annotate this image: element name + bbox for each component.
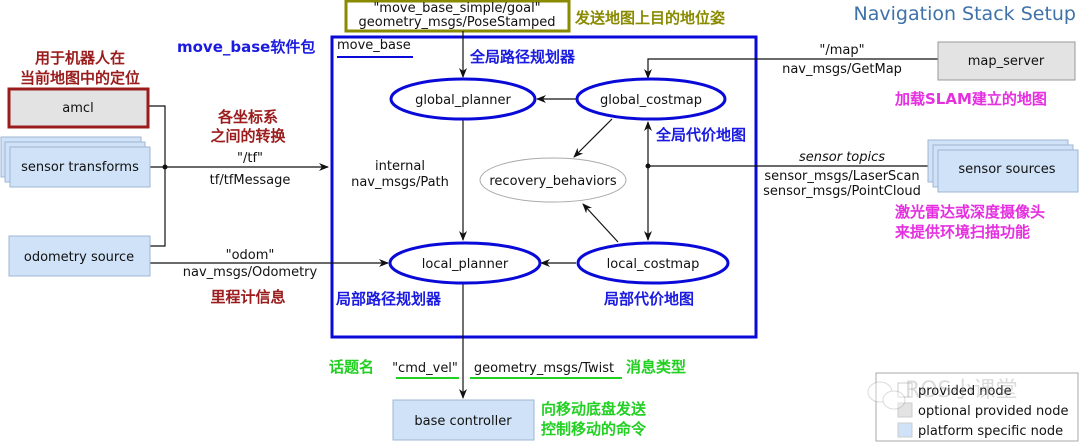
map-server-annotation: 加载SLAM建立的地图 [894,90,1047,108]
sensor-sources-label: sensor sources [958,162,1055,177]
sensor-sources-node[interactable]: sensor sources [927,139,1079,193]
global-costmap-label: global_costmap [600,93,702,108]
goal-type: geometry_msgs/PoseStamped [359,15,556,30]
sensor-transforms-node[interactable]: sensor transforms [0,136,151,188]
local-planner-label: local_planner [422,257,509,272]
odom-type: nav_msgs/Odometry [183,265,318,280]
map-arrow [644,58,938,79]
global-planner-node[interactable]: global_planner [389,77,537,121]
local-costmap-annotation: 局部代价地图 [603,290,694,308]
odom-annotation: 里程计信息 [210,288,285,306]
amcl-annotation-2: 当前地图中的定位 [20,69,140,87]
red-annotations: 用于机器人在 当前地图中的定位 各坐标系 之间的转换 里程计信息 [20,49,287,306]
map-server-node[interactable]: map_server [937,41,1076,81]
recovery-behaviors-label: recovery_behaviors [489,174,616,189]
base-controller-label: base controller [414,414,512,429]
edges [148,31,938,399]
cmd-topic: "cmd_vel" [392,361,458,376]
sensor-topic: sensor topics [799,150,885,165]
move-base-container [330,35,758,339]
local-costmap-recovery-arrow [582,203,619,243]
recovery-behaviors-node[interactable]: recovery_behaviors [479,157,627,203]
legend-swatch-provided [897,382,913,398]
global-costmap-node[interactable]: global_costmap [575,77,727,121]
goal-topic: "move_base_simple/goal" [373,1,540,16]
tf-annotation-2: 之间的转换 [210,127,286,145]
junction-dot [162,164,168,170]
amcl-annotation-1: 用于机器人在 [35,49,125,67]
local-costmap-node[interactable]: local_costmap [576,241,730,285]
legend: provided node optional provided node pla… [875,372,1079,442]
sensor-annotation-1: 激光雷达或深度摄像头 [895,203,1045,221]
odometry-source-label: odometry source [24,250,134,265]
base-annotation-2: 控制移动的命令 [541,420,647,438]
wechat-icon [867,381,893,403]
global-costmap-annotation: 全局代价地图 [655,126,746,144]
local-planner-annotation: 局部路径规划器 [335,290,442,308]
sensor-transforms-label: sensor transforms [21,160,139,175]
goal-annotation: 发送地图上目的地位姿 [574,9,725,27]
svg-text:ROS小课堂: ROS小课堂 [905,378,1018,403]
junction-dot [645,163,651,169]
legend-optional: optional provided node [918,404,1068,419]
sensor-annotation-2: 来提供环境扫描功能 [894,223,1030,241]
sensor-type-1: sensor_msgs/LaserScan [764,169,919,184]
internal-type: nav_msgs/Path [351,175,449,190]
tf-topic: "/tf" [237,151,263,166]
amcl-label: amcl [62,101,93,116]
legend-platform: platform specific node [918,424,1063,439]
legend-provided: provided node [918,384,1012,399]
amcl-node[interactable]: amcl [7,87,150,129]
goal-topic-box: "move_base_simple/goal" geometry_msgs/Po… [344,0,571,33]
blue-annotations: 全局路径规划器 全局代价地图 局部路径规划器 局部代价地图 [335,48,746,308]
global-planner-label: global_planner [415,93,511,108]
legend-swatch-optional [897,402,913,418]
map-server-label: map_server [968,54,1045,69]
global-costmap-recovery-arrow [573,118,613,158]
move-base-label: move_base [337,38,411,53]
tf-annotation-1: 各坐标系 [217,108,278,126]
sensor-type-2: sensor_msgs/PointCloud [763,184,921,199]
local-costmap-label: local_costmap [607,257,700,272]
global-planner-annotation: 全局路径规划器 [469,48,576,66]
odom-topic: "odom" [226,248,275,263]
odometry-source-node[interactable]: odometry source [8,235,151,277]
diagram-title: Navigation Stack Setup [854,3,1076,25]
legend-swatch-platform [897,422,913,438]
move-base-annotation: move_base软件包 [177,38,315,56]
msg-type-annotation: 消息类型 [626,358,686,376]
magenta-annotations: 加载SLAM建立的地图 激光雷达或深度摄像头 来提供环境扫描功能 [894,90,1047,241]
base-annotation-1: 向移动底盘发送 [541,400,647,418]
tf-type: tf/tfMessage [210,173,291,188]
watermark: ROS小课堂 [867,378,1018,410]
internal-label: internal [375,159,425,174]
green-annotations: 话题名 消息类型 向移动底盘发送 控制移动的命令 [329,358,686,438]
local-planner-node[interactable]: local_planner [388,241,542,285]
cmd-type: geometry_msgs/Twist [474,361,614,376]
topic-name-annotation: 话题名 [329,358,374,376]
amcl-odom-bus [148,105,166,247]
base-controller-node[interactable]: base controller [392,399,535,441]
map-type: nav_msgs/GetMap [782,62,902,77]
map-topic: "/map" [819,43,864,58]
